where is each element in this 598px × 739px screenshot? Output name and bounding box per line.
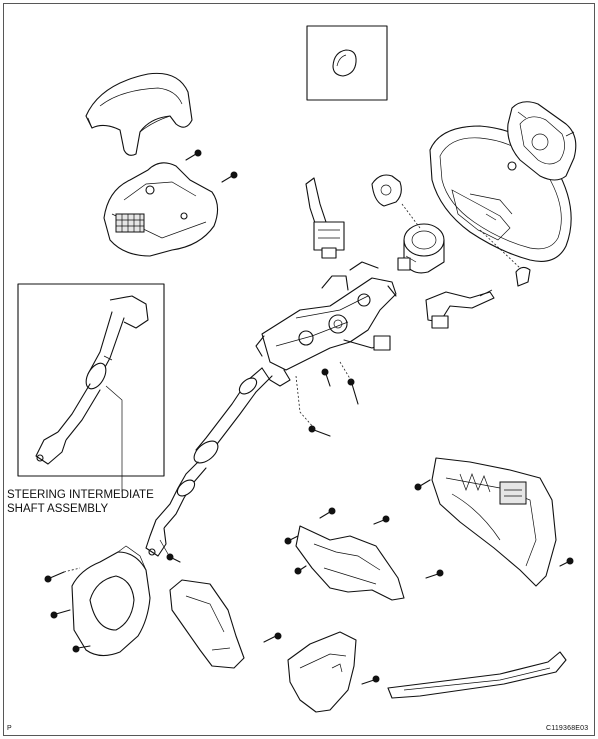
wiper-switch xyxy=(425,289,495,329)
knee-airbag-bracket xyxy=(287,631,357,713)
callout-label-line2: SHAFT ASSEMBLY xyxy=(7,503,109,515)
bracket-screw xyxy=(361,675,380,685)
bracket-bolts xyxy=(284,507,444,579)
steering-column-assembly xyxy=(255,261,397,387)
column-lower-shaft xyxy=(145,367,273,557)
intermediate-shaft-inset-box xyxy=(17,283,165,477)
corner-mark: P xyxy=(7,725,12,732)
outer-frame xyxy=(3,3,595,736)
horn-pad xyxy=(507,101,577,181)
column-bolts xyxy=(166,285,397,563)
callout-leader xyxy=(105,385,123,492)
lower-column-cover xyxy=(103,162,219,257)
turn-signal-switch xyxy=(305,177,345,259)
clip-inset-box xyxy=(306,25,388,101)
lower-panel-bolts xyxy=(414,479,574,567)
lower-instrument-panel xyxy=(431,457,557,587)
instrument-panel-bracket xyxy=(295,525,405,601)
spiral-cable xyxy=(397,223,445,274)
cover-screws xyxy=(185,149,238,183)
scuff-trim-strip xyxy=(387,651,567,699)
figure-code: C119368E03 xyxy=(546,725,589,732)
cover-grille xyxy=(115,213,145,233)
column-hole-cover xyxy=(71,545,151,657)
wheel-trim-piece xyxy=(515,266,531,287)
callout-label-line1: STEERING INTERMEDIATE xyxy=(7,489,154,501)
steering-wheel xyxy=(429,125,572,262)
spiral-cable-cover xyxy=(371,174,402,207)
hole-cover-bolts xyxy=(44,571,91,653)
duct-clip xyxy=(263,632,282,643)
upper-column-cover xyxy=(85,72,193,156)
heater-duct xyxy=(169,579,245,669)
